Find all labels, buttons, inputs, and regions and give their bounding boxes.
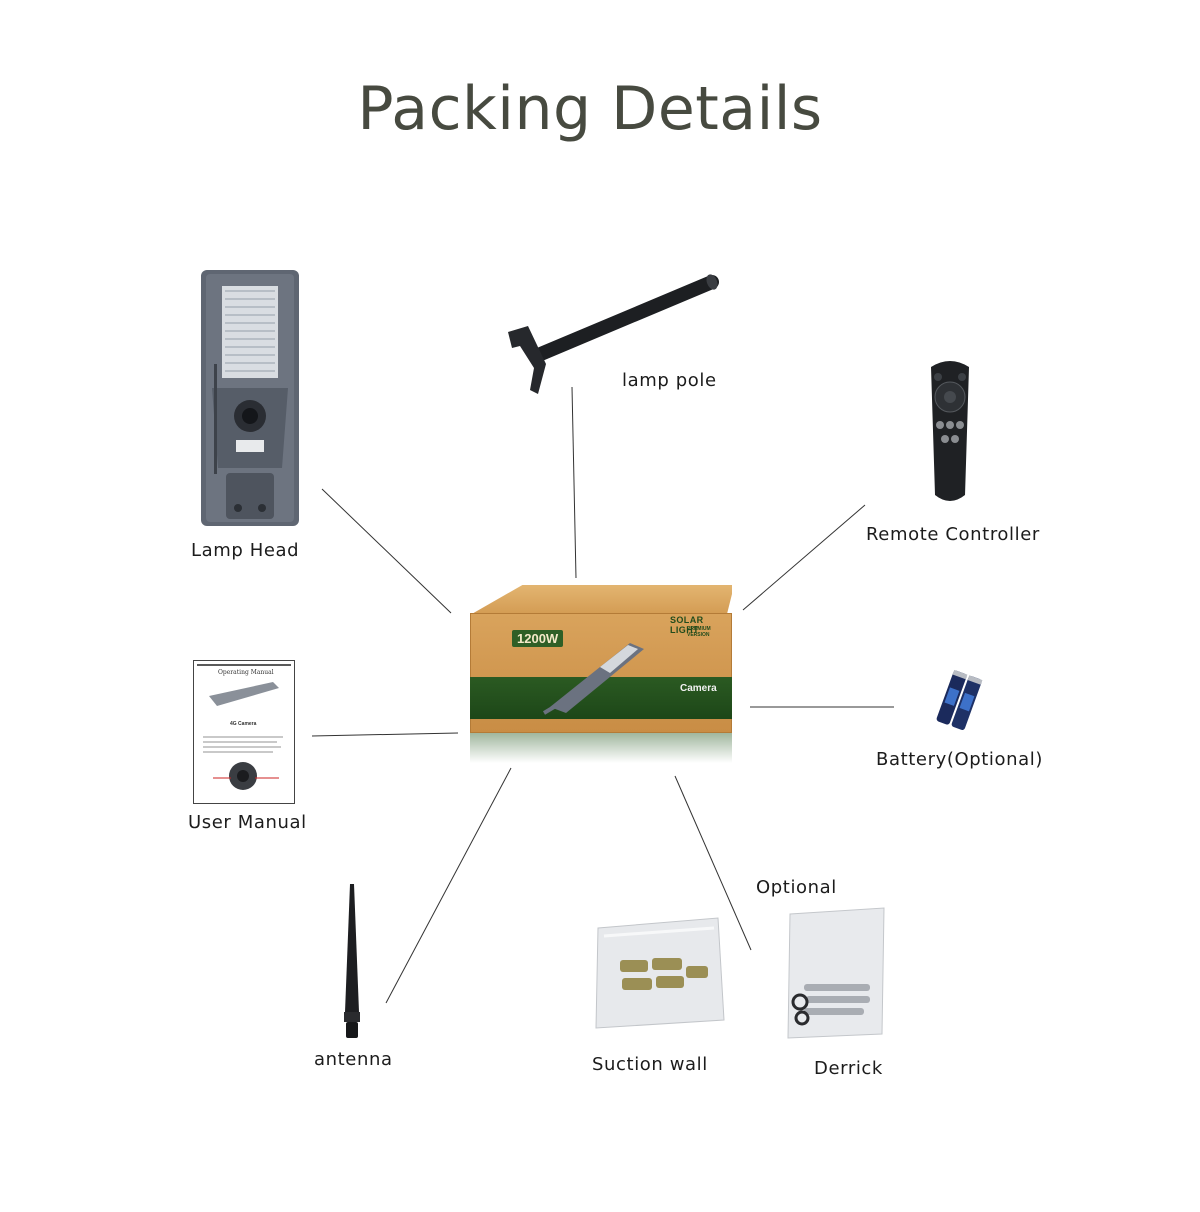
lamp-pole-label: lamp pole	[622, 370, 717, 391]
box-camera-text: Camera	[680, 683, 717, 694]
user-manual-label: User Manual	[188, 812, 307, 833]
suction-wall-label: Suction wall	[592, 1054, 708, 1075]
box-version-text: PREMIUM VERSION	[687, 626, 711, 638]
lamp-pole-image	[500, 268, 722, 398]
box-wattage-badge: 1200W	[512, 630, 564, 647]
antenna-image	[340, 882, 364, 1040]
suction-wall-image	[594, 916, 726, 1032]
remote-controller-image	[925, 355, 975, 507]
user-manual-image	[193, 660, 295, 804]
connector-antenna	[385, 767, 512, 1004]
packaging-box: 1200W SOLAR LIGHT PREMIUM VERSION Camera	[470, 585, 732, 765]
connector-hardware	[674, 775, 752, 951]
connector-manual	[311, 732, 459, 737]
remote-controller-label: Remote Controller	[866, 524, 1040, 545]
box-top-face	[470, 585, 732, 615]
connector-lamp-pole	[571, 386, 577, 579]
lamp-head-label: Lamp Head	[191, 540, 300, 561]
derrick-label: Derrick	[814, 1058, 883, 1079]
antenna-label: antenna	[314, 1049, 393, 1070]
box-lamp-illustration	[540, 635, 650, 720]
lamp-head-image	[198, 268, 302, 530]
battery-label: Battery(Optional)	[876, 749, 1043, 770]
derrick-image	[784, 906, 888, 1040]
box-brand-text: SOLAR LIGHT	[670, 615, 704, 635]
connector-lamp-head	[321, 488, 452, 614]
optional-label: Optional	[756, 877, 837, 898]
manual-subheading: 4G Camera	[230, 721, 257, 727]
page-title: Packing Details	[357, 74, 823, 144]
connector-remote	[742, 504, 866, 611]
manual-heading: Operating Manual	[218, 669, 274, 676]
box-reflection	[470, 733, 732, 763]
battery-image	[930, 668, 992, 734]
